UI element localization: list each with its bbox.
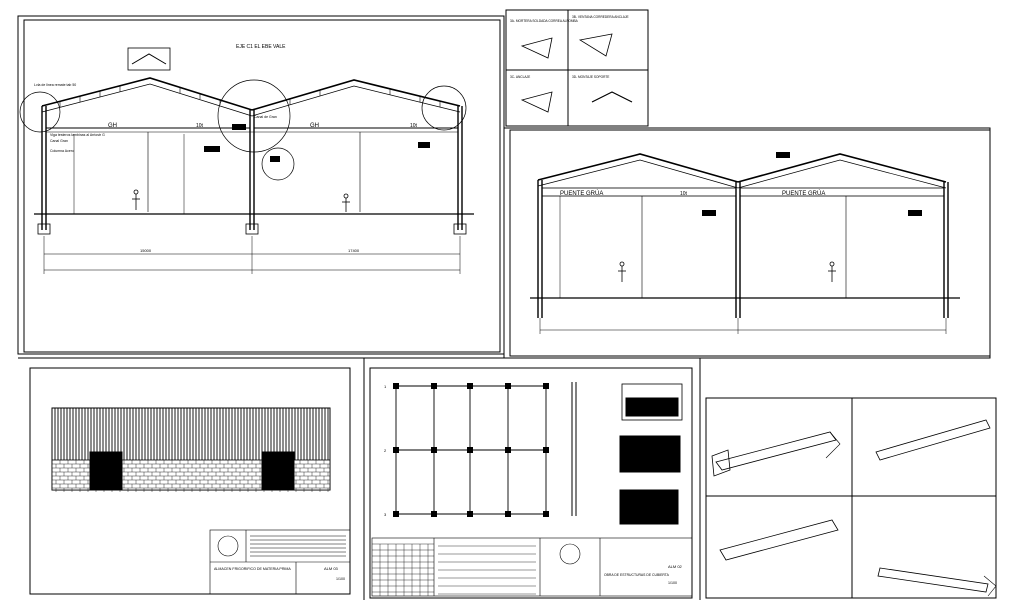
note-column: Columna Acero — [50, 149, 74, 153]
connection-details: 3A- MORTERA SOLDADA CORREA ALFOMBA 3B- V… — [510, 15, 633, 113]
crane-label-left: PUENTE GRÚA — [560, 190, 603, 197]
sheet-frames — [17, 9, 997, 600]
section-title: EJE C1 EL EBE VALE — [236, 44, 286, 50]
svg-text:1/100: 1/100 — [336, 577, 345, 581]
human-figure-icon — [618, 261, 626, 282]
human-figure-icon — [132, 189, 140, 210]
svg-text:3A- MORTERA SOLDADA CORREA ALF: 3A- MORTERA SOLDADA CORREA ALFOMBA — [510, 19, 579, 23]
dim-right: 17400 — [348, 248, 360, 253]
note-top-left: Lvla de linea remate tab 50 — [34, 83, 76, 87]
span-mark-right: 10t — [410, 123, 418, 129]
title-block-2: OBRA DE ESTRUCTURAS DE CUBIERTA ALM 02 1… — [371, 537, 693, 597]
crane-label-right: PUENTE GRÚA — [782, 190, 825, 197]
svg-text:1/100: 1/100 — [668, 581, 677, 585]
svg-text:OBRA DE ESTRUCTURAS DE CUBIERT: OBRA DE ESTRUCTURAS DE CUBIERTA — [604, 573, 670, 577]
svg-text:ALM 02: ALM 02 — [668, 564, 683, 569]
human-figure-icon — [342, 193, 350, 212]
dim-left: 15000 — [140, 248, 152, 253]
section-view-top-left: EJE C1 EL EBE VALE GH GH 10t 10 — [19, 44, 474, 274]
span-mark-left: 10t — [196, 123, 204, 129]
note-rail: Viga testeros lambinas al Arriostr G — [50, 133, 105, 137]
svg-text:3B- VENTANA CORREDERA ANCLAJE: 3B- VENTANA CORREDERA ANCLAJE — [572, 15, 629, 19]
svg-text:3D- MONTAJE SOPORTE: 3D- MONTAJE SOPORTE — [572, 75, 609, 79]
svg-text:3: 3 — [384, 512, 387, 517]
span-label-left: GH — [108, 123, 117, 129]
facade-elevation — [51, 407, 331, 492]
structural-plan: 1 2 3 — [384, 382, 683, 525]
section-view-right: PUENTE GRÚA PUENTE GRÚA 10t — [530, 152, 960, 334]
svg-text:3C- ANCLAJE: 3C- ANCLAJE — [510, 75, 530, 79]
human-figure-icon — [828, 261, 836, 282]
svg-text:ALMACEN FRIGORIFICO DE MATERIA: ALMACEN FRIGORIFICO DE MATERIA PRIMA — [214, 567, 291, 571]
svg-text:1: 1 — [384, 384, 387, 389]
note-mid: Canal de Gran — [254, 115, 277, 119]
title-block-1: ALMACEN FRIGORIFICO DE MATERIA PRIMA ALM… — [209, 529, 351, 595]
span-label-right: GH — [310, 123, 319, 129]
beam-details — [711, 419, 997, 597]
note-eave: Canal Gran — [50, 139, 68, 143]
crane-span-mark: 10t — [680, 191, 688, 197]
svg-text:2: 2 — [384, 448, 387, 453]
svg-text:ALM 03: ALM 03 — [324, 566, 339, 571]
